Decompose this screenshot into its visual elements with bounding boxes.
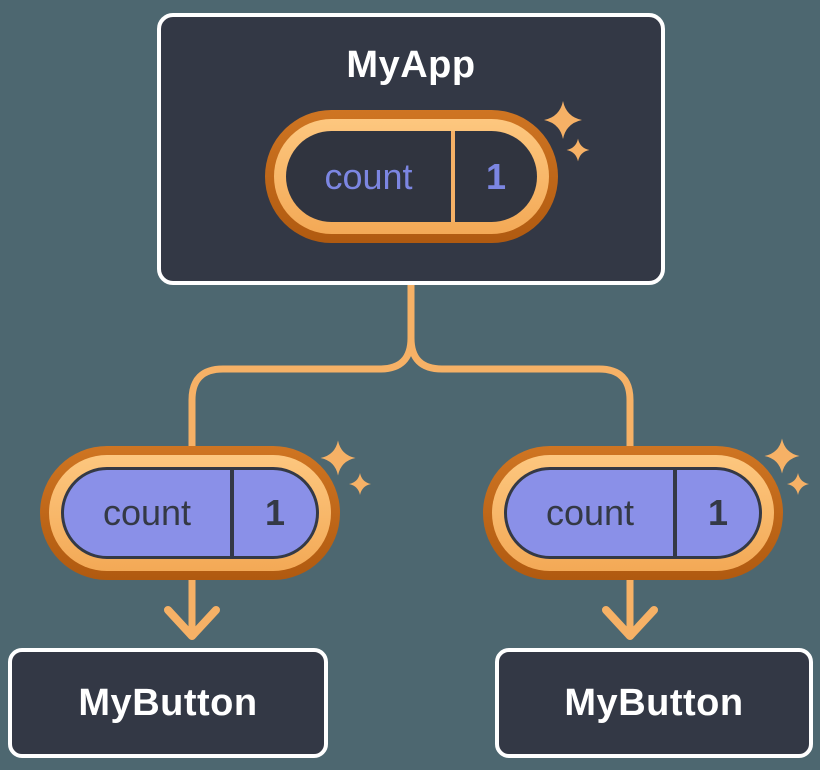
arrow-down-icon	[602, 606, 658, 640]
pill-ring: count 1	[492, 455, 774, 571]
state-name-label: count	[286, 131, 455, 222]
state-name-label: count	[507, 470, 677, 556]
mybutton-node-right: MyButton	[495, 648, 813, 758]
mybutton-node-left: MyButton	[8, 648, 328, 758]
child-state-pill-right: count 1	[483, 446, 783, 580]
mybutton-title: MyButton	[564, 681, 744, 724]
mybutton-title: MyButton	[78, 681, 258, 724]
state-value: 1	[264, 492, 286, 533]
state-value: 1	[707, 492, 729, 533]
connector-branch-left	[188, 334, 415, 634]
arrow-down-icon	[164, 606, 220, 640]
pill-ring: count 1	[274, 119, 549, 234]
pill-ring: count 1	[49, 455, 331, 571]
state-value: 1	[485, 155, 507, 197]
child-state-pill-left: count 1	[40, 446, 340, 580]
myapp-title: MyApp	[346, 44, 476, 86]
state-name-label: count	[64, 470, 234, 556]
connector-branch-right	[407, 334, 634, 634]
root-state-pill: count 1	[265, 110, 558, 243]
